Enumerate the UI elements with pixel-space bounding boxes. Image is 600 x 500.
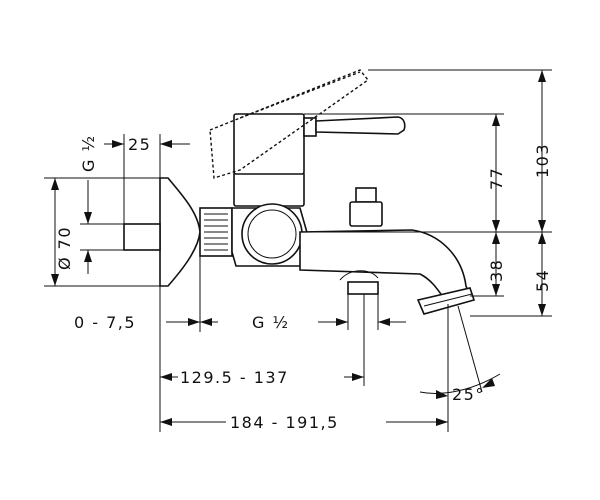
dim-thread-top: G ½ (79, 135, 98, 173)
dim-length-total: 184 - 191,5 (230, 413, 339, 432)
spout (299, 229, 476, 315)
wall-rosette (123, 177, 201, 287)
dim-angle: 25° (452, 385, 485, 404)
dim-adjust-range: 0 - 7,5 (74, 313, 136, 332)
mixer-body (231, 171, 309, 267)
dim-length-spout-outlet: 129.5 - 137 (180, 368, 289, 387)
dim-height-lever: 77 (487, 167, 506, 190)
lever-alternate-position (209, 69, 370, 179)
dim-thread-bottom: G ½ (252, 313, 290, 332)
thread-connector (199, 207, 233, 257)
dim-height-total: 103 (533, 143, 552, 178)
dim-height-spout: 54 (533, 269, 552, 292)
dim-height-diverter: 38 (487, 259, 506, 282)
dim-diameter: Ø 70 (55, 226, 74, 270)
lever-handle (233, 113, 406, 175)
dim-wall-offset: 25 (128, 135, 151, 154)
diverter-knob (349, 187, 383, 227)
